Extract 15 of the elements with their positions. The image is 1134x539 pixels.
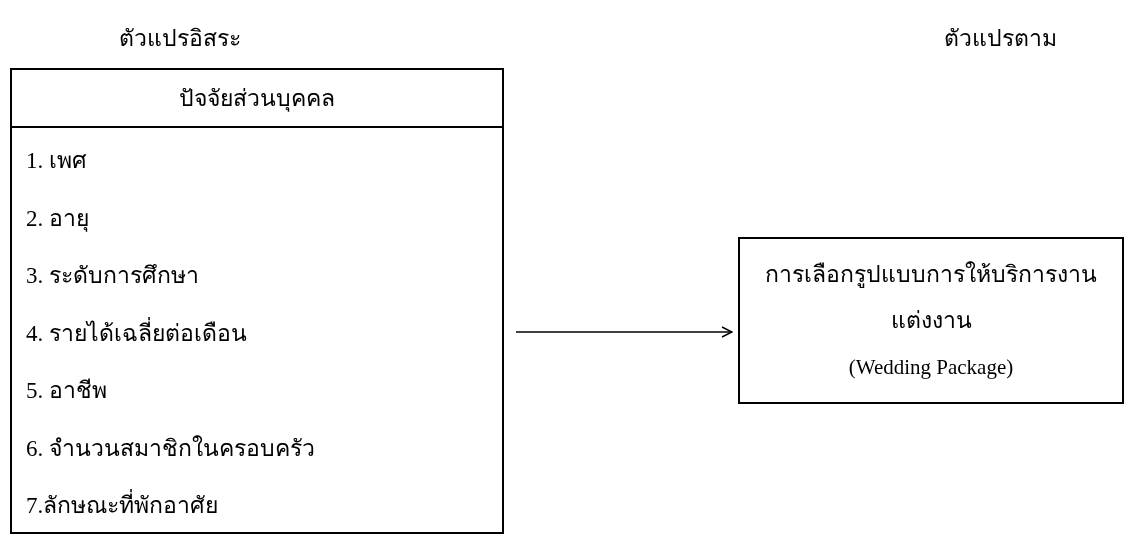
list-item: 2. อายุ bbox=[26, 204, 89, 234]
list-item: 3. ระดับการศึกษา bbox=[26, 262, 199, 290]
outcome-subtext: (Wedding Package) bbox=[848, 353, 1014, 381]
list-item: 4. รายได้เฉลี่ยต่อเดือน bbox=[26, 314, 247, 351]
list-item: 1. เพศ bbox=[26, 147, 87, 175]
list-item: 7.ลักษณะที่พักอาศัย bbox=[26, 487, 219, 523]
list-item: 5. อาชีพ bbox=[26, 377, 107, 405]
arrow bbox=[515, 326, 733, 338]
variable-heading: ตัวแปรตาม bbox=[943, 25, 1057, 53]
header-text: ปัจจัยส่วนบุคคล bbox=[179, 85, 335, 114]
list-item: 6. จำนวนสมาชิกในครอบครัว bbox=[26, 434, 315, 463]
factor-list-box bbox=[10, 68, 504, 534]
outcome-text: การเลือกรูปแบบการให้บริการงานแต่งงาน bbox=[764, 260, 1098, 335]
outcome-box bbox=[738, 237, 1124, 404]
variable-heading: ตัวแปรอิสระ bbox=[119, 25, 241, 53]
